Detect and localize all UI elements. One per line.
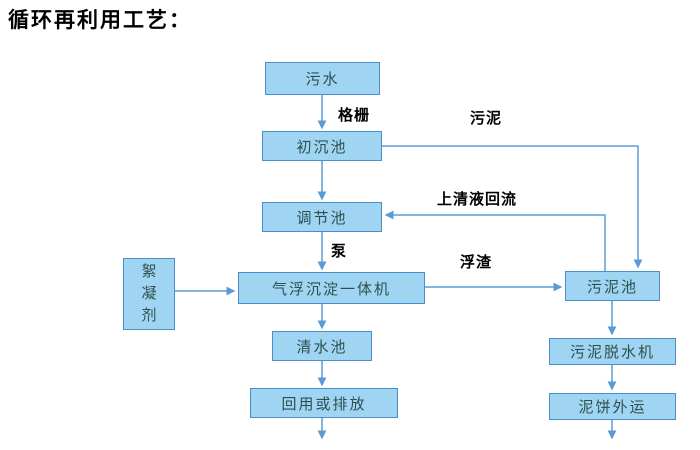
node-clean-water-tank: 清水池 (272, 331, 372, 361)
edge-label-sludge: 污泥 (470, 110, 503, 127)
node-flocculant-label: 絮凝剂 (141, 263, 157, 324)
edge-primary-to-sludgetank-sludge (382, 145, 643, 269)
node-air-flotation-sedimentation-unit: 气浮沉淀一体机 (238, 272, 425, 304)
edge-label-pump: 泵 (331, 243, 348, 260)
node-sludge-tank: 污泥池 (565, 271, 660, 301)
edge-label-grid-screen: 格栅 (338, 107, 371, 124)
node-mud-cake-outbound-transport: 泥饼外运 (549, 393, 676, 420)
node-regulating-tank: 调节池 (262, 202, 382, 232)
node-flocculant: 絮凝剂 (123, 258, 175, 330)
node-primary-sedimentation-tank: 初沉池 (262, 131, 382, 161)
node-reuse-or-discharge: 回用或排放 (250, 388, 398, 418)
node-sludge-dewatering-machine: 污泥脱水机 (549, 338, 676, 365)
edge-sludgetank-to-regulating-supernatant (384, 210, 606, 271)
page-title: 循环再利用工艺： (8, 9, 192, 32)
node-sewage: 污水 (265, 62, 380, 95)
edge-label-scum: 浮渣 (460, 254, 493, 271)
edge-label-supernatant-reflux: 上清液回流 (437, 191, 518, 208)
